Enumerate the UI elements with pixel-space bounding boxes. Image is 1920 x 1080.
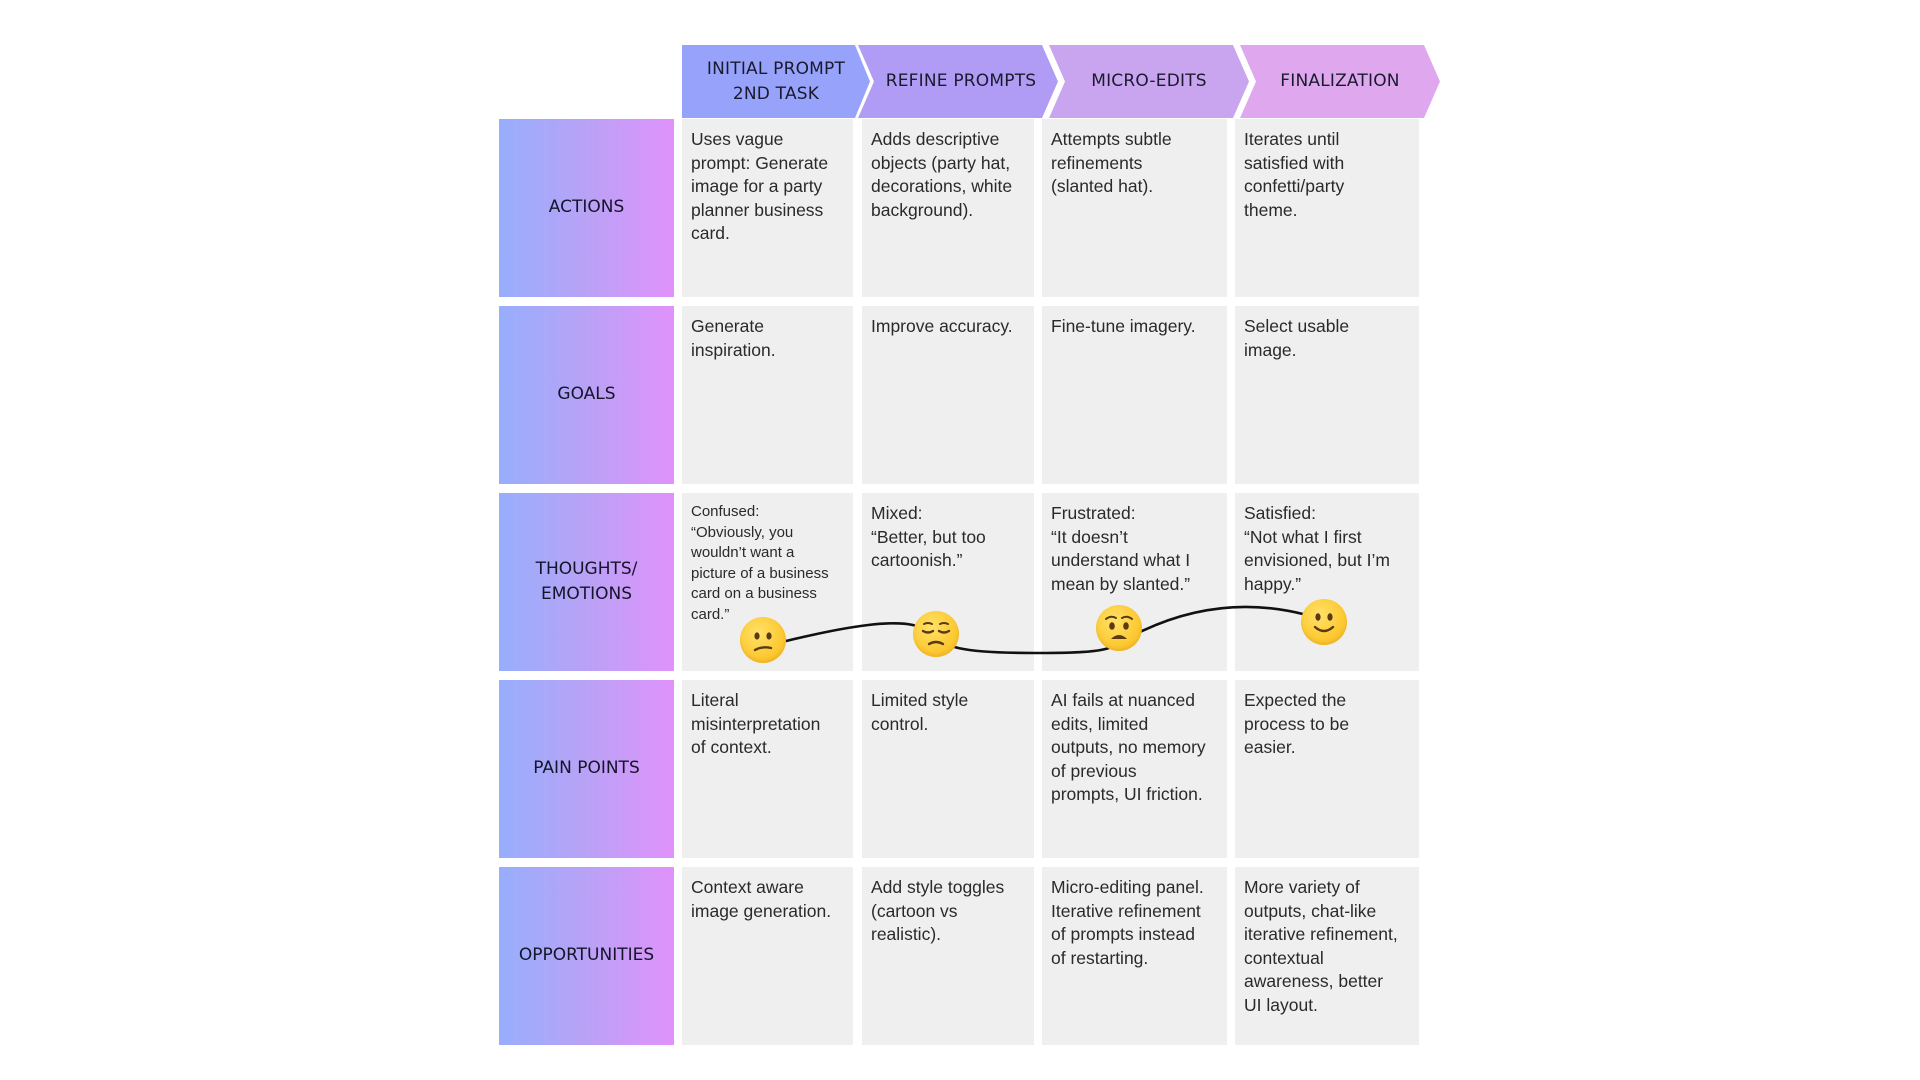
cell-goals-micro: Fine-tune imagery.: [1042, 306, 1227, 484]
confused-face-icon: [740, 617, 786, 663]
cell-actions-initial: Uses vague prompt: Generate image for a …: [682, 119, 853, 297]
stage-micro-edits: MICRO-EDITS: [1049, 45, 1249, 118]
cell-text: More variety of outputs, chat-like itera…: [1244, 877, 1398, 1015]
stage-finalization: FINALIZATION: [1240, 45, 1440, 118]
cell-text: Generate inspiration.: [691, 316, 776, 360]
row-label-thoughts-emotions: THOUGHTS/ EMOTIONS: [499, 493, 674, 671]
cell-text: Add style toggles (cartoon vs realistic)…: [871, 877, 1005, 944]
row-label-opportunities: OPPORTUNITIES: [499, 867, 674, 1045]
stage-label: FINALIZATION: [1280, 71, 1400, 92]
cell-text: Uses vague prompt: Generate image for a …: [691, 129, 829, 243]
cell-text: Iterates until satisfied with confetti/p…: [1244, 129, 1345, 220]
cell-opportunities-micro: Micro-editing panel. Iterative refinemen…: [1042, 867, 1227, 1045]
row-label-text: GOALS: [557, 384, 616, 405]
cell-text: Select usable image.: [1244, 316, 1350, 360]
cell-text: Expected the process to be easier.: [1244, 690, 1350, 757]
stage-initial-prompt: INITIAL PROMPT 2ND TASK: [682, 45, 870, 118]
cell-pain-refine: Limited style control.: [862, 680, 1034, 858]
slightly-smiling-face-icon: [1301, 599, 1347, 645]
cell-text: Frustrated: “It doesn’t understand what …: [1051, 503, 1191, 594]
cell-opportunities-final: More variety of outputs, chat-like itera…: [1235, 867, 1419, 1045]
row-label-text: THOUGHTS/ EMOTIONS: [535, 558, 638, 605]
cell-text: Literal misinterpretation of context.: [691, 690, 821, 757]
cell-pain-initial: Literal misinterpretation of context.: [682, 680, 853, 858]
cell-actions-micro: Attempts subtle refinements (slanted hat…: [1042, 119, 1227, 297]
cell-text: Attempts subtle refinements (slanted hat…: [1051, 129, 1172, 196]
row-label-pain-points: PAIN POINTS: [499, 680, 674, 858]
pensive-face-icon: [913, 611, 959, 657]
row-label-goals: GOALS: [499, 306, 674, 484]
cell-text: Fine-tune imagery.: [1051, 316, 1196, 336]
cell-opportunities-initial: Context aware image generation.: [682, 867, 853, 1045]
row-label-text: OPPORTUNITIES: [518, 945, 655, 966]
cell-goals-final: Select usable image.: [1235, 306, 1419, 484]
cell-text: Adds descriptive objects (party hat, dec…: [871, 129, 1013, 220]
stage-refine-prompts: REFINE PROMPTS: [858, 45, 1058, 118]
cell-goals-refine: Improve accuracy.: [862, 306, 1034, 484]
cell-text: Mixed: “Better, but too cartoonish.”: [871, 503, 986, 570]
cell-text: Confused: “Obviously, you wouldn’t want …: [691, 503, 829, 623]
row-label-text: ACTIONS: [548, 197, 625, 218]
cell-actions-refine: Adds descriptive objects (party hat, dec…: [862, 119, 1034, 297]
row-label-actions: ACTIONS: [499, 119, 674, 297]
cell-text: Micro-editing panel. Iterative refinemen…: [1051, 877, 1204, 968]
cell-text: Improve accuracy.: [871, 316, 1013, 336]
stage-label: REFINE PROMPTS: [885, 71, 1037, 92]
stage-label: MICRO-EDITS: [1091, 71, 1207, 92]
cell-opportunities-refine: Add style toggles (cartoon vs realistic)…: [862, 867, 1034, 1045]
cell-text: Context aware image generation.: [691, 877, 832, 921]
cell-text: AI fails at nuanced edits, limited outpu…: [1051, 690, 1206, 804]
cell-pain-final: Expected the process to be easier.: [1235, 680, 1419, 858]
cell-actions-final: Iterates until satisfied with confetti/p…: [1235, 119, 1419, 297]
cell-text: Satisfied: “Not what I first envisioned,…: [1244, 503, 1390, 594]
cell-goals-initial: Generate inspiration.: [682, 306, 853, 484]
worried-face-icon: [1096, 605, 1142, 651]
row-label-text: PAIN POINTS: [533, 758, 640, 779]
stage-label: INITIAL PROMPT 2ND TASK: [706, 58, 846, 104]
cell-pain-micro: AI fails at nuanced edits, limited outpu…: [1042, 680, 1227, 858]
cell-text: Limited style control.: [871, 690, 969, 734]
